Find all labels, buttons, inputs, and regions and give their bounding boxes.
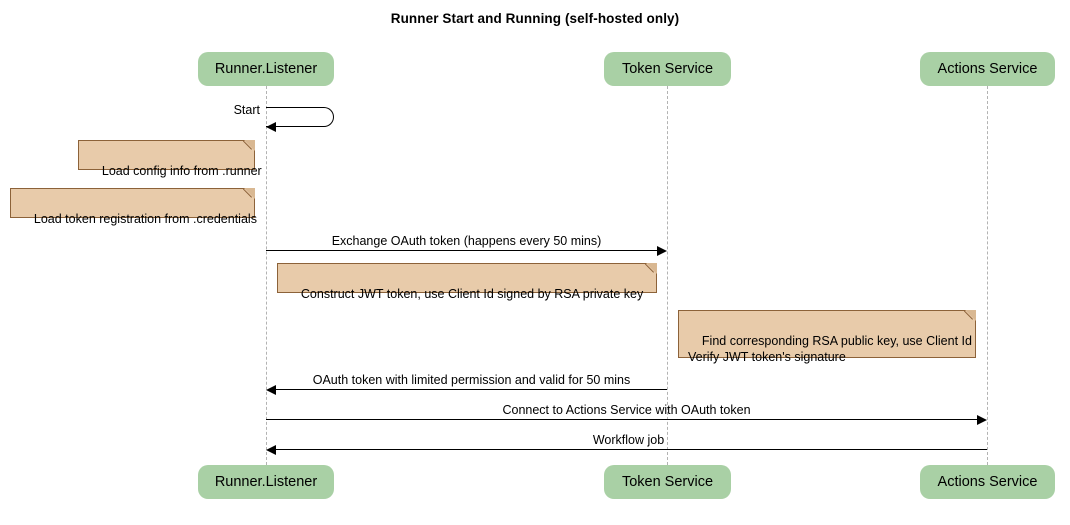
message-line-connect-actions-service <box>266 419 977 420</box>
arrowhead-oauth-token-response <box>266 384 276 395</box>
note-verify-jwt-text: Find corresponding RSA public key, use C… <box>688 334 972 364</box>
participant-actions-bottom[interactable]: Actions Service <box>920 465 1055 499</box>
note-load-token-registration: Load token registration from .credential… <box>10 188 257 226</box>
message-label-connect-actions-service: Connect to Actions Service with OAuth to… <box>502 403 751 417</box>
note-load-config-text: Load config info from .runner <box>101 164 262 178</box>
note-fold-edge-icon <box>645 263 657 275</box>
message-label-exchange-oauth-token: Exchange OAuth token (happens every 50 m… <box>331 234 602 248</box>
page-title: Runner Start and Running (self-hosted on… <box>390 11 680 26</box>
lifeline-actions <box>987 86 988 465</box>
arrowhead-workflow-job <box>266 444 276 455</box>
note-construct-jwt-text: Construct JWT token, use Client Id signe… <box>300 287 644 301</box>
note-load-config: Load config info from .runner <box>78 140 262 178</box>
message-label-workflow-job: Workflow job <box>592 433 665 447</box>
message-label-oauth-token-response: OAuth token with limited permission and … <box>312 373 631 387</box>
note-verify-jwt: Find corresponding RSA public key, use C… <box>678 310 976 364</box>
message-line-workflow-job <box>276 449 987 450</box>
note-load-token-registration-text: Load token registration from .credential… <box>33 212 257 226</box>
message-self-loop-start <box>266 107 334 127</box>
note-fold-edge-icon <box>243 188 255 200</box>
arrowhead-connect-actions-service <box>977 414 987 425</box>
message-line-exchange-oauth-token <box>266 250 657 251</box>
message-line-oauth-token-response <box>276 389 667 390</box>
participant-token-top[interactable]: Token Service <box>604 52 731 86</box>
arrowhead-exchange-oauth-token <box>657 245 667 256</box>
arrowhead-start <box>266 122 276 132</box>
participant-runner-top[interactable]: Runner.Listener <box>198 52 334 86</box>
participant-runner-bottom[interactable]: Runner.Listener <box>198 465 334 499</box>
note-construct-jwt: Construct JWT token, use Client Id signe… <box>277 263 657 301</box>
participant-token-bottom[interactable]: Token Service <box>604 465 731 499</box>
message-label-start: Start <box>233 103 260 117</box>
note-fold-edge-icon <box>243 140 255 152</box>
participant-actions-top[interactable]: Actions Service <box>920 52 1055 86</box>
lifeline-token <box>667 86 668 465</box>
lifeline-runner <box>266 86 267 465</box>
note-fold-edge-icon <box>964 310 976 322</box>
